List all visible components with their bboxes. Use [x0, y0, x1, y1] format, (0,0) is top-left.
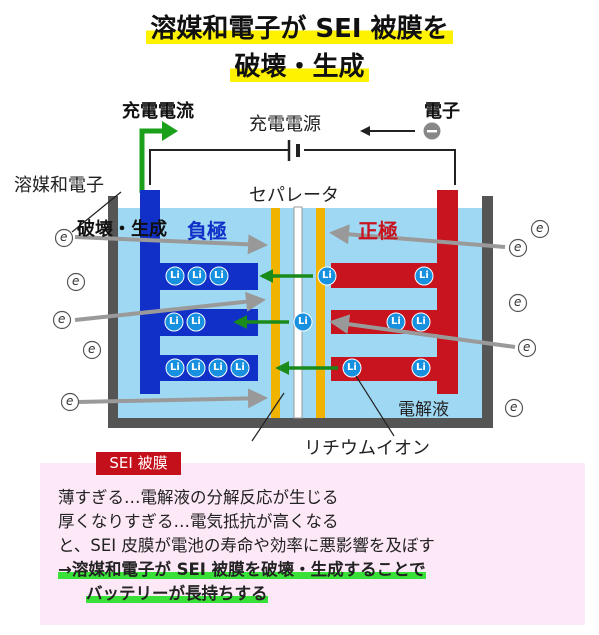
solvated-electron-icon	[54, 228, 74, 248]
wire-left	[149, 149, 288, 185]
title-line-2: 破壊・生成	[0, 46, 599, 83]
solvated-electron-pointer	[71, 191, 122, 233]
sei-note-line-5-text: バッテリーが長持ちする	[86, 584, 268, 603]
e-label: e	[536, 221, 544, 235]
sei-note-line-3: と、SEI 皮膜が電池の寿命や効率に悪影響を及ぼす	[58, 536, 435, 555]
solvated-electron-arrow-5	[329, 314, 516, 349]
solvated-electron-icon	[504, 398, 524, 418]
sei-note-line-1: 薄すぎる…電解液の分解反応が生じる	[58, 488, 339, 507]
li-ion-circle	[164, 312, 184, 332]
solvated-electron-arrow-1	[74, 234, 268, 255]
e-label: e	[58, 312, 66, 326]
e-label: e	[60, 230, 68, 244]
sei-layer-left	[271, 208, 280, 418]
li-label: Li	[416, 316, 426, 327]
li-label: Li	[322, 270, 332, 281]
li-label: Li	[391, 316, 401, 327]
li-label: Li	[191, 362, 201, 373]
li-ion-circle	[411, 312, 431, 332]
li-ion-circle	[187, 266, 207, 286]
negative-electrode-label: 負極	[187, 219, 227, 243]
solvated-electron-icon	[530, 219, 550, 239]
e-label: e	[510, 400, 518, 414]
li-label: Li	[192, 270, 202, 281]
solvated-electron-arrow-4	[329, 224, 506, 249]
li-ion-circle	[293, 312, 313, 332]
solvated-electron-icon	[60, 392, 80, 412]
li-ion-circle	[165, 266, 185, 286]
sei-note-line-4-text: →溶媒和電子が SEI 被膜を破壊・生成することで	[58, 560, 426, 579]
solvated-electron-arrow-2	[74, 291, 266, 322]
solvated-electron-label: 溶媒和電子	[14, 175, 104, 196]
li-ion-circle	[342, 358, 362, 378]
charging-current-arrowhead	[162, 121, 178, 141]
li-label: Li	[298, 316, 308, 327]
sei-note-line-4: →溶媒和電子が SEI 被膜を破壊・生成することで	[58, 556, 426, 580]
title-text-2: 破壊・生成	[230, 52, 369, 82]
electrolyte-label: 電解液	[398, 400, 449, 420]
sei-pointer	[251, 392, 285, 442]
e-label: e	[88, 342, 96, 356]
li-label: Li	[170, 270, 180, 281]
lithium-ion-pointer	[355, 375, 395, 437]
sei-note-line-2: 厚くなりすぎる…電気抵抗が高くなる	[58, 512, 339, 531]
wire-right	[304, 149, 456, 185]
e-label: e	[514, 295, 522, 309]
li-ion-circle	[317, 266, 337, 286]
destroy-generate-label: 破壊・生成	[77, 219, 167, 240]
solvated-electron-icon	[66, 272, 86, 292]
title-text-1: 溶媒和電子が SEI 被膜を	[146, 14, 453, 44]
li-label: Li	[170, 362, 180, 373]
li-ion-circle	[414, 266, 434, 286]
li-ion-circle	[411, 358, 431, 378]
solvated-electron-icon	[508, 238, 528, 258]
lithium-ion-label: リチウムイオン	[304, 438, 430, 459]
e-label: e	[72, 274, 80, 288]
li-label: Li	[213, 362, 223, 373]
charging-current-label: 充電電流	[122, 101, 194, 122]
solvated-electron-icon	[52, 310, 72, 330]
solvated-electron-icon	[508, 293, 528, 313]
li-ion-circle	[209, 266, 229, 286]
sei-layer-right	[316, 208, 325, 418]
title-line-1: 溶媒和電子が SEI 被膜を	[0, 8, 599, 45]
li-ion-circle	[165, 358, 185, 378]
separator	[293, 206, 303, 419]
e-label: e	[66, 394, 74, 408]
solvated-electron-icon	[82, 340, 102, 360]
positive-electrode-shape	[331, 190, 458, 394]
li-ion-circle	[208, 358, 228, 378]
sei-tag: SEI 被膜	[96, 452, 181, 475]
charging-current-arrow	[139, 128, 165, 193]
li-label: Li	[235, 362, 245, 373]
charging-source-label: 充電電源	[249, 114, 321, 135]
li-ion-circle	[186, 312, 206, 332]
positive-electrode-label: 正極	[358, 219, 398, 243]
li-label: Li	[169, 316, 179, 327]
li-label: Li	[419, 270, 429, 281]
e-label: e	[523, 340, 531, 354]
li-label: Li	[191, 316, 201, 327]
li-label: Li	[214, 270, 224, 281]
solvated-electron-icon	[517, 338, 537, 358]
e-label: e	[514, 240, 522, 254]
li-label: Li	[347, 362, 357, 373]
electron-label: 電子	[424, 101, 460, 122]
electron-minus	[427, 130, 437, 133]
solvated-electron-arrow-3	[77, 388, 268, 409]
li-ion-circle	[230, 358, 250, 378]
separator-label: セパレータ	[249, 185, 339, 206]
sei-note-line-5: バッテリーが長持ちする	[86, 580, 268, 604]
li-label: Li	[416, 362, 426, 373]
li-ion-circle	[186, 358, 206, 378]
